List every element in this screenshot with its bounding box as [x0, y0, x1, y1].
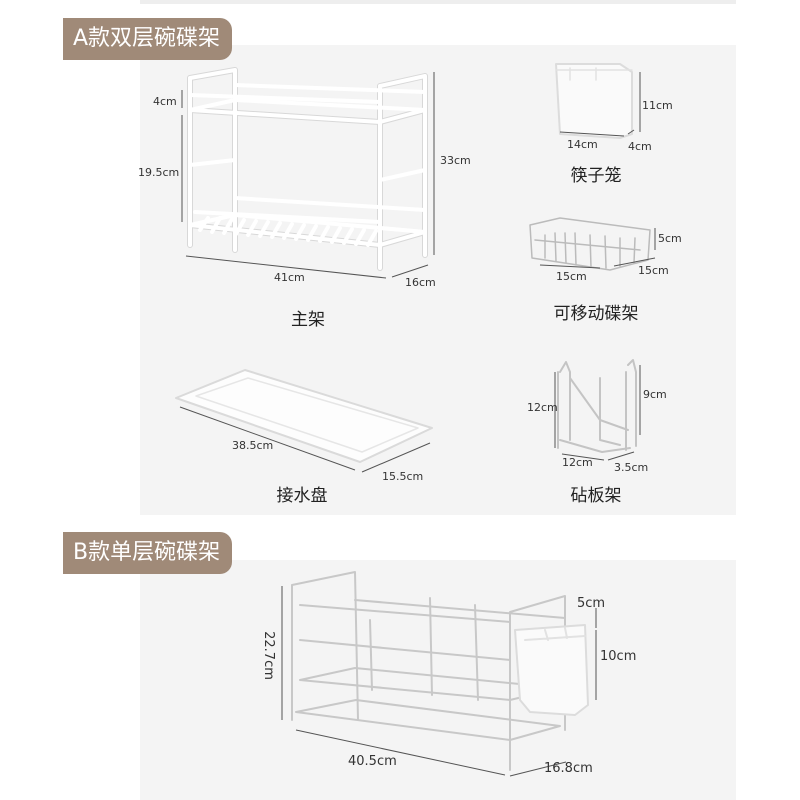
cage-caption: 筷子笼 — [570, 166, 622, 186]
cage-dim-width: 14cm — [567, 138, 598, 151]
board-dim-depth: 3.5cm — [614, 461, 649, 474]
b-dim-length: 40.5cm — [348, 754, 397, 769]
b-dim-cage-top: 5cm — [577, 596, 606, 611]
main-rack-image — [187, 67, 428, 271]
main-rack-dim-height: 33cm — [440, 154, 471, 167]
tray-dim-length: 38.5cm — [232, 439, 274, 452]
cage-dim-height: 11cm — [642, 99, 673, 112]
movable-dim-depth: 15cm — [638, 264, 669, 277]
section-a-title: A款双层碗碟架 — [63, 18, 233, 60]
board-dim-right: 9cm — [643, 388, 667, 401]
movable-caption: 可移动碟架 — [553, 304, 639, 324]
board-dim-left: 12cm — [527, 401, 558, 414]
tray-dim-width: 15.5cm — [382, 470, 424, 483]
movable-dim-width: 15cm — [556, 270, 587, 283]
drip-tray-image — [175, 369, 433, 463]
tray-caption: 接水盘 — [276, 486, 328, 506]
single-tier-rack-image — [291, 571, 589, 771]
b-dim-height: 22.7cm — [260, 631, 276, 680]
board-dim-bottom: 12cm — [562, 456, 593, 469]
main-rack-dim-length: 41cm — [274, 271, 305, 284]
main-rack-dim-side: 19.5cm — [138, 166, 180, 179]
top-divider — [140, 0, 736, 4]
b-dim-depth: 16.8cm — [544, 761, 593, 776]
b-dim-cage-height: 10cm — [600, 649, 637, 664]
movable-dim-height: 5cm — [658, 232, 682, 245]
section-b-panel — [140, 560, 736, 800]
board-rack-image — [557, 359, 637, 453]
cage-dim-depth: 4cm — [628, 140, 652, 153]
main-rack-dim-depth: 16cm — [405, 276, 436, 289]
main-rack-caption: 主架 — [291, 310, 325, 330]
board-caption: 砧板架 — [570, 486, 622, 506]
chopstick-cage-image — [555, 63, 633, 139]
section-b-title: B款单层碗碟架 — [63, 532, 233, 574]
main-rack-dim-top: 4cm — [153, 95, 177, 108]
movable-rack-image — [529, 217, 651, 271]
